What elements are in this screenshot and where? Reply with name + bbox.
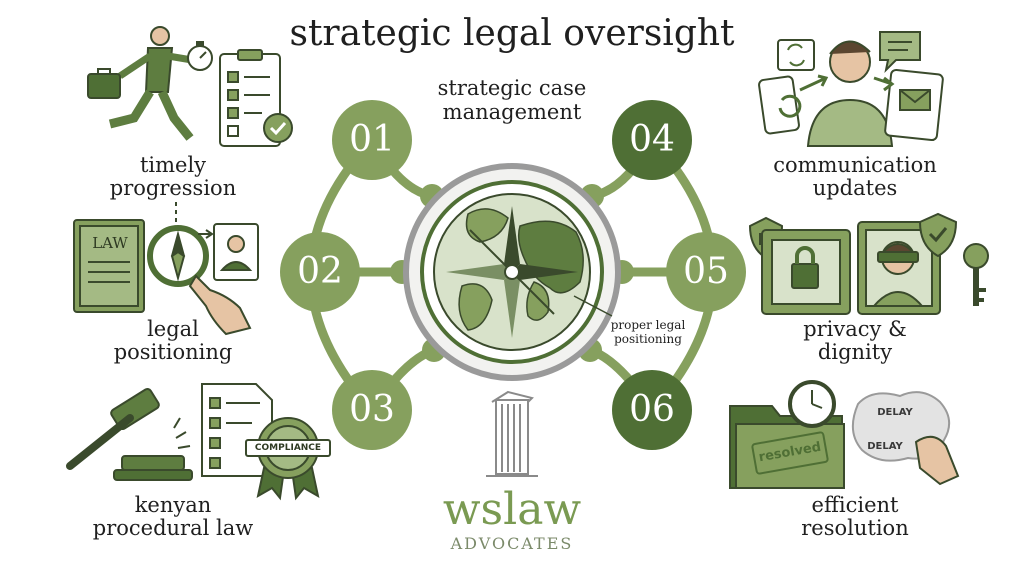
pointing-hand-icon: [188, 274, 252, 336]
step-label-06: efficient resolution: [801, 493, 909, 540]
shield-check-icon: [918, 212, 958, 258]
brand-name: wslaw: [442, 484, 582, 535]
step-label-04: communication updates: [773, 153, 937, 200]
delay-label-top: DELAY: [877, 407, 913, 418]
sync-bubble-icon: [777, 39, 815, 71]
compliance-seal-icon: [245, 417, 331, 501]
step-badge-06: 06: [612, 370, 692, 450]
step-badge-04: 04: [612, 100, 692, 180]
step-label-01: timely progression: [109, 153, 237, 200]
wiping-delay-icon: [851, 391, 960, 486]
step-label-03: kenyan procedural law: [92, 493, 254, 540]
chat-bubble-icon: [879, 31, 921, 74]
checklist-clipboard-icon: [219, 49, 293, 147]
exchange-arrows-icon: [799, 74, 895, 92]
center-label: strategic case management: [437, 76, 587, 124]
building-icon: [486, 390, 538, 477]
step-label-02: legal positioning: [113, 317, 233, 364]
gavel-icon: [66, 387, 193, 481]
law-book-label: LAW: [92, 234, 128, 252]
safe-lock-icon: [761, 229, 851, 315]
step-badge-02: 02: [280, 232, 360, 312]
key-icon: [963, 243, 989, 306]
step-badge-01: 01: [332, 100, 412, 180]
compass-note: proper legal positioning: [610, 318, 686, 346]
law-book-icon: [73, 219, 145, 313]
step-badge-05: 05: [666, 232, 746, 312]
profile-card-icon: [198, 223, 259, 281]
note-pointer: [573, 295, 613, 317]
page-title: strategic legal oversight: [289, 13, 735, 54]
step-badge-03: 03: [332, 370, 412, 450]
magnifier-compass-icon: [147, 225, 209, 287]
compass-globe-icon: [403, 163, 621, 381]
clock-icon: [788, 380, 836, 428]
masked-person-icon: [857, 221, 941, 315]
stopwatch-icon: [187, 41, 213, 71]
compliance-seal-label: COMPLIANCE: [254, 443, 322, 453]
step-label-05: privacy & dignity: [803, 317, 907, 364]
person-devices-icon: [758, 40, 944, 147]
delay-label-bottom: DELAY: [867, 441, 903, 452]
brand-tagline: ADVOCATES: [450, 534, 574, 553]
running-lawyer-icon: [87, 26, 194, 141]
